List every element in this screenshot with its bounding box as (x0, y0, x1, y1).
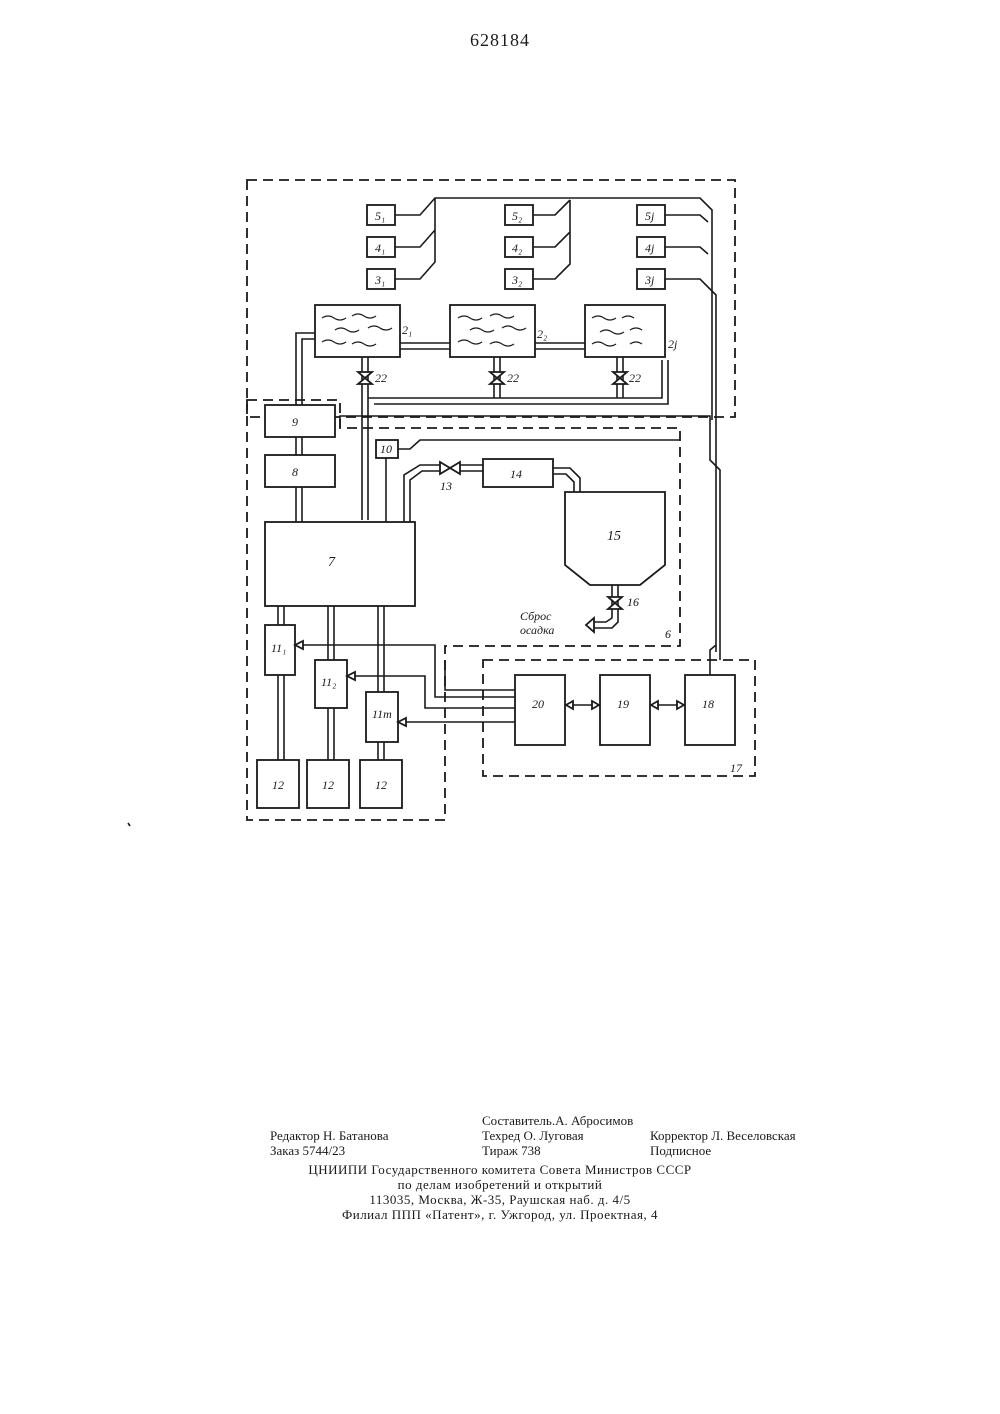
subscription-line: Подписное (650, 1143, 711, 1158)
arrow-11-1 (295, 641, 303, 649)
corrector-line: Корректор Л. Веселовская (650, 1128, 796, 1143)
sensor-bus-j (665, 215, 716, 652)
valve-16 (608, 597, 622, 609)
block-4-j-label: 4j (645, 241, 655, 255)
block-10-label: 10 (380, 442, 392, 456)
tank-2-2-label: 2₂ (537, 327, 547, 341)
techred-line: Техред О. Луговая (482, 1128, 584, 1143)
org-line-2: по делам изобретений и открытий (0, 1177, 1000, 1192)
valve-22-tank1 (358, 357, 372, 400)
valve-22-tankj (613, 357, 627, 398)
block-5-2-label: 5₂ (512, 209, 522, 223)
arrow-20-19-right (592, 701, 599, 709)
block-7-label: 7 (328, 555, 336, 570)
valve-16-label: 16 (627, 595, 639, 609)
block-19-label: 19 (617, 697, 629, 711)
circulation-line: Тираж 738 (482, 1143, 541, 1158)
valve-13 (440, 462, 460, 474)
pipe-7-13 (404, 465, 440, 522)
block-5-1-label: 5₁ (375, 209, 385, 223)
scan-mark (128, 823, 130, 826)
block-9 (265, 405, 335, 437)
block-3-j-label: 3j (644, 273, 655, 287)
valve-22-label-1: 22 (375, 371, 387, 385)
discharge-label-line2: осадка (520, 623, 554, 637)
frame-6-label: 6 (665, 627, 671, 641)
org-line-1: ЦНИИПИ Государственного комитета Совета … (0, 1162, 1000, 1177)
block-11-1-label: 11₁ (271, 641, 286, 655)
block-11-m-label: 11m (372, 707, 392, 721)
address-line: 113035, Москва, Ж-35, Раушская наб. д. 4… (0, 1192, 1000, 1207)
block-14-label: 14 (510, 467, 522, 481)
arrow-20-19-left (566, 701, 573, 709)
valve-13-label: 13 (440, 479, 452, 493)
pipe-14-15 (553, 468, 580, 492)
block-3-2-label: 3₂ (511, 273, 522, 287)
arrow-19-18-right (677, 701, 684, 709)
valve-22-tank2 (490, 357, 504, 398)
arrow-11-m (398, 718, 406, 726)
branch-line: Филиал ППП «Патент», г. Ужгород, ул. Про… (0, 1207, 1000, 1222)
tank-feed-pipe (296, 333, 315, 405)
valve-22-label-2: 22 (507, 371, 519, 385)
tank-2-j (585, 305, 665, 357)
signal-line-20 (445, 660, 515, 690)
sensor-bus-2 (533, 200, 570, 279)
block-8 (265, 455, 335, 487)
tank-2-j-label: 2j (668, 337, 678, 351)
arrow-11-2 (347, 672, 355, 680)
block-3-1-label: 3₁ (374, 273, 385, 287)
block-5-j-label: 5j (645, 209, 655, 223)
block-4-1-label: 4₁ (375, 241, 385, 255)
compiler-line: Составитель.А. Абросимов (482, 1113, 633, 1128)
block-12-label-3: 12 (375, 778, 387, 792)
valve-22-label-3: 22 (629, 371, 641, 385)
block-4-2-label: 4₂ (512, 241, 522, 255)
block-8-label: 8 (292, 465, 298, 479)
block-12-label-1: 12 (272, 778, 284, 792)
editor-line: Редактор Н. Батанова (270, 1128, 389, 1143)
discharge-arrow (586, 618, 594, 632)
block-12-label-2: 12 (322, 778, 334, 792)
block-11-2-label: 11₂ (321, 675, 336, 689)
block-18-label: 18 (702, 697, 714, 711)
order-line: Заказ 5744/23 (270, 1143, 345, 1158)
frame-17-label: 17 (730, 761, 743, 775)
arrow-19-18-left (651, 701, 658, 709)
discharge-label-line1: Сброс (520, 609, 552, 623)
pipe-13-14 (460, 465, 483, 471)
block-9-label: 9 (292, 415, 298, 429)
block-15-label: 15 (607, 529, 621, 544)
block-7 (265, 522, 415, 606)
block-20-label: 20 (532, 697, 544, 711)
tank-2-1-label: 2₁ (402, 323, 412, 337)
